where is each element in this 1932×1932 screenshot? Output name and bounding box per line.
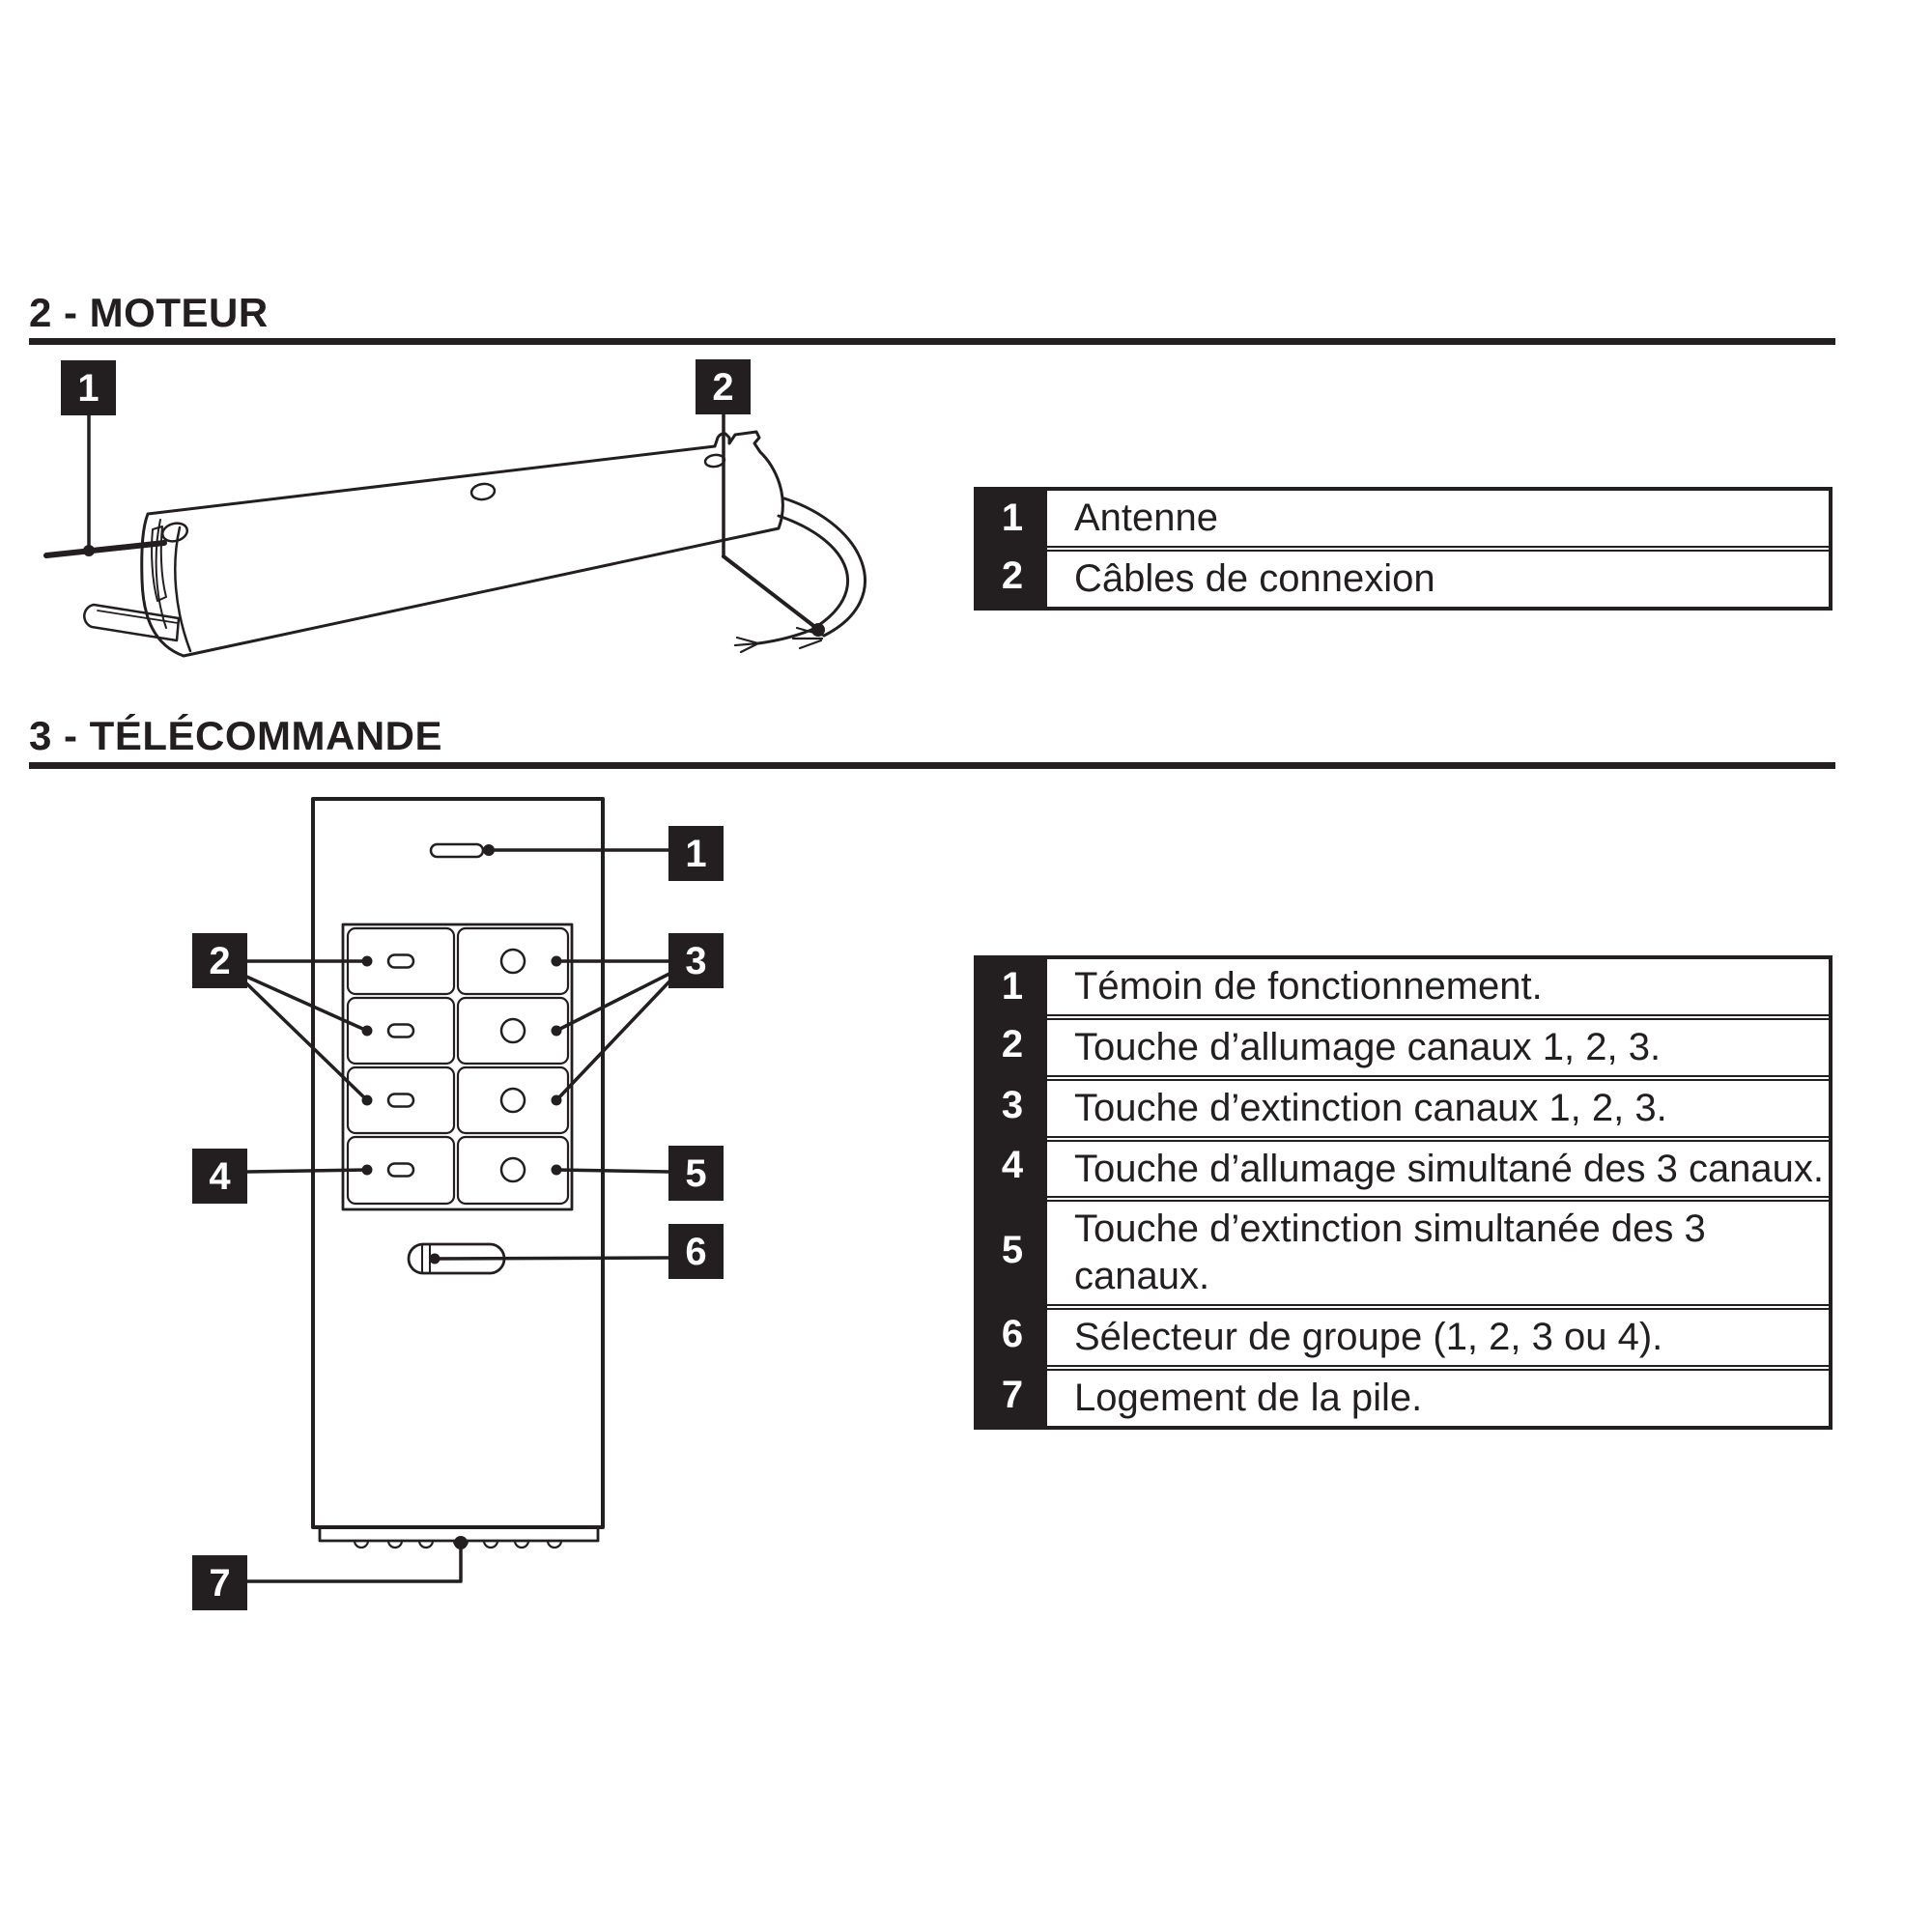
legend-label: Touche d’allumage canaux 1, 2, 3. <box>1047 1014 1829 1075</box>
callout-moteur-1: 1 <box>61 360 116 415</box>
legend-row: 2 Câbles de connexion <box>978 546 1829 607</box>
legend-row: 2 Touche d’allumage canaux 1, 2, 3. <box>978 1014 1829 1075</box>
legend-label: Antenne <box>1074 497 1219 540</box>
legend-num: 2 <box>978 546 1047 607</box>
callout-remote-6: 6 <box>668 1224 724 1279</box>
callout-remote-1: 1 <box>668 826 724 881</box>
callout-remote-2: 2 <box>192 933 247 988</box>
legend-label: Touche d’allumage simultané des 3 canaux… <box>1047 1135 1829 1197</box>
legend-num: 6 <box>978 1303 1047 1365</box>
legend-row: 7 Logement de la pile. <box>978 1364 1829 1426</box>
legend-label: Sélecteur de groupe (1, 2, 3 ou 4). <box>1047 1303 1829 1365</box>
legend-table-telecommande: 1 Témoin de fonctionnement. 2 Touche d’a… <box>974 955 1833 1430</box>
legend-row: 4 Touche d’allumage simultané des 3 cana… <box>978 1135 1829 1197</box>
legend-num: 3 <box>978 1074 1047 1136</box>
callout-remote-4: 4 <box>192 1149 247 1204</box>
section-title-moteur: 2 - MOTEUR <box>29 290 269 335</box>
legend-table-moteur: 1 Antenne 2 Câbles de connexion <box>974 487 1833 611</box>
legend-label: Touche d’extinction canaux 1, 2, 3. <box>1047 1074 1829 1136</box>
legend-row: 5 Touche d’extinction simultanée des 3 c… <box>978 1196 1829 1304</box>
legend-num: 1 <box>978 491 1047 546</box>
section-rule-moteur <box>29 338 1835 345</box>
legend-row: 1 Antenne <box>978 491 1829 546</box>
legend-row: 3 Touche d’extinction canaux 1, 2, 3. <box>978 1074 1829 1136</box>
legend-label: Témoin de fonctionnement. <box>1074 965 1543 1009</box>
legend-num: 1 <box>978 959 1047 1014</box>
legend-row: 1 Témoin de fonctionnement. <box>978 959 1829 1014</box>
legend-num: 2 <box>978 1014 1047 1075</box>
section-rule-telecommande <box>29 762 1835 769</box>
legend-num: 4 <box>978 1135 1047 1197</box>
callout-remote-3: 3 <box>668 933 724 988</box>
callout-remote-5: 5 <box>668 1146 724 1201</box>
legend-row: 6 Sélecteur de groupe (1, 2, 3 ou 4). <box>978 1303 1829 1365</box>
legend-label: Touche d’extinction simultanée des 3 can… <box>1047 1196 1829 1304</box>
callout-remote-7: 7 <box>192 1555 247 1610</box>
section-title-telecommande: 3 - TÉLÉCOMMANDE <box>29 713 442 758</box>
motor-illustration <box>43 411 867 658</box>
legend-num: 5 <box>978 1196 1047 1304</box>
remote-illustration <box>242 797 671 1583</box>
legend-num: 7 <box>978 1364 1047 1426</box>
legend-label: Câbles de connexion <box>1047 546 1829 607</box>
callout-moteur-2: 2 <box>696 359 751 414</box>
legend-label: Logement de la pile. <box>1047 1364 1829 1426</box>
